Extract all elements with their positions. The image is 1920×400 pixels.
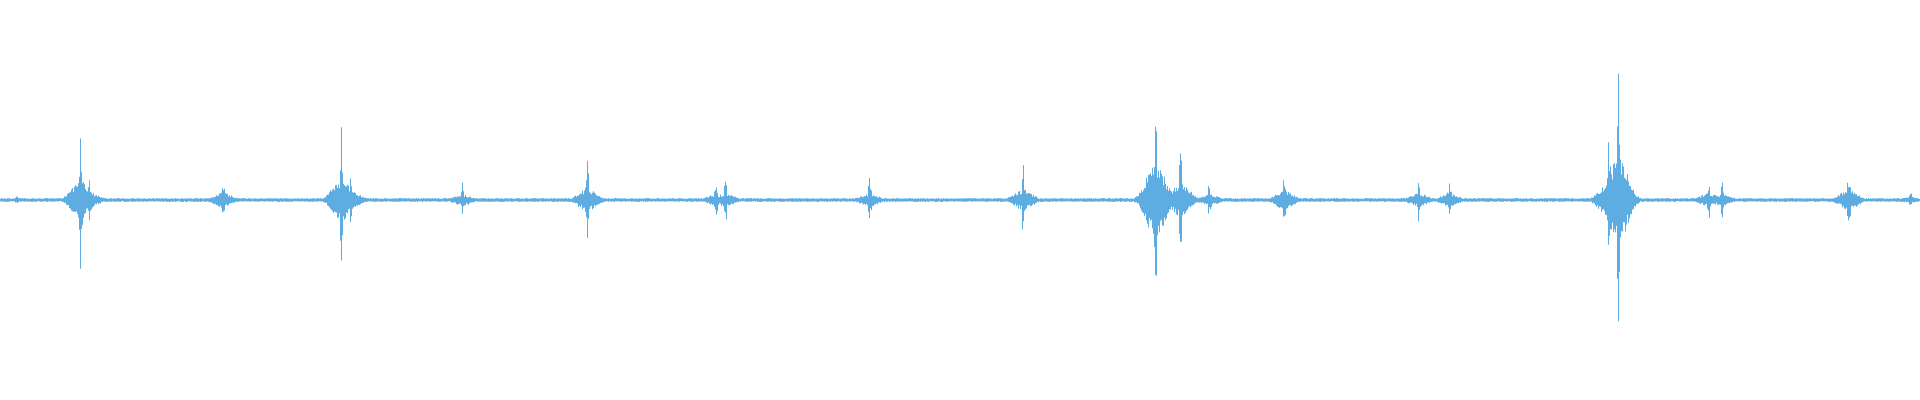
waveform-track [0, 73, 1920, 322]
waveform-signal [0, 73, 1920, 322]
